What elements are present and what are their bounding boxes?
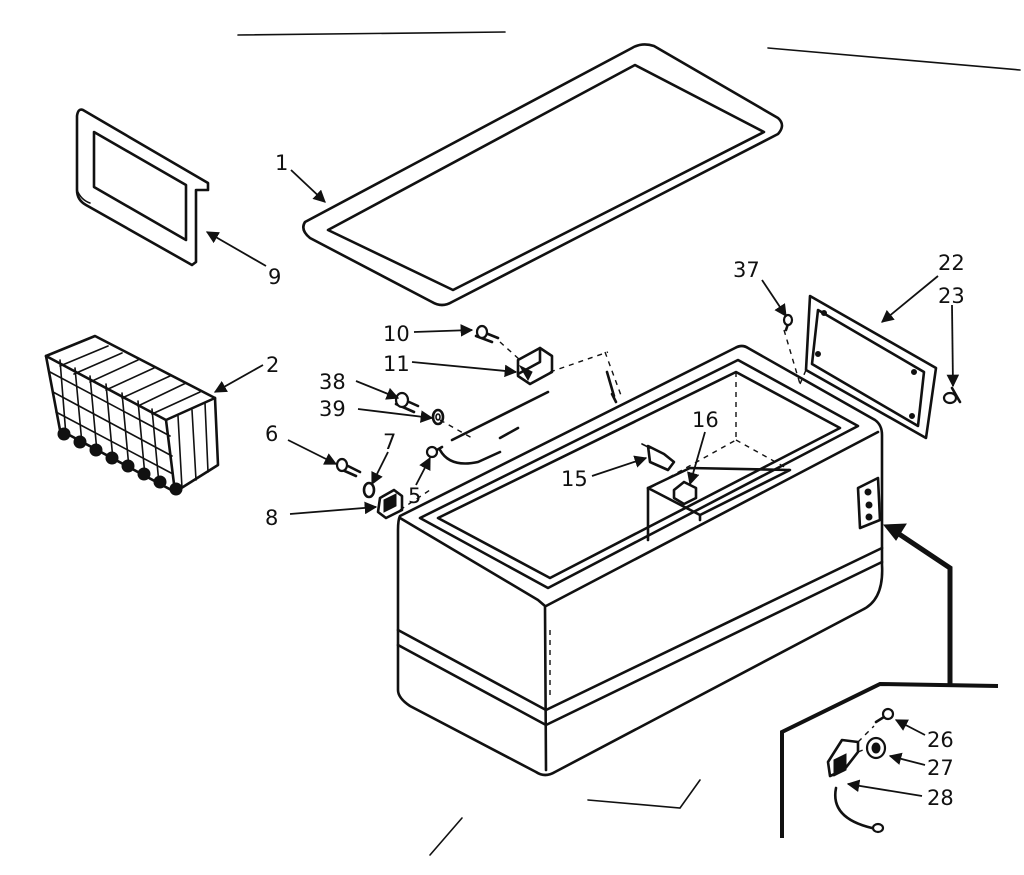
part-lid <box>302 43 784 307</box>
part-screw-26 <box>874 707 895 724</box>
part-bracket-8 <box>376 488 404 520</box>
part-rod <box>605 370 618 404</box>
part-basket <box>44 334 220 496</box>
part-bushing-5 <box>425 445 444 459</box>
callout-1: 1 <box>275 151 288 175</box>
part-washer-7 <box>362 481 376 499</box>
callout-6: 6 <box>265 422 278 446</box>
part-screw-37 <box>782 313 794 332</box>
detail-pointer-arrow <box>882 523 953 684</box>
part-washer-39 <box>431 408 445 426</box>
leader-lines <box>205 169 960 797</box>
part-screw-10 <box>474 324 500 344</box>
callout-11: 11 <box>383 352 410 376</box>
part-screw-38 <box>394 391 420 414</box>
callout-39: 39 <box>319 397 346 421</box>
callout-15: 15 <box>561 467 588 491</box>
callout-23: 23 <box>938 284 965 308</box>
part-clamp-16 <box>672 480 698 506</box>
callout-7: 7 <box>383 430 396 454</box>
thermostat-dash <box>857 725 875 753</box>
bracket-dash <box>399 419 473 511</box>
callout-28: 28 <box>927 786 954 810</box>
part-back-panel <box>804 294 938 440</box>
panel-dash <box>783 329 807 385</box>
callout-8: 8 <box>265 506 278 530</box>
part-cabinet <box>396 344 884 777</box>
detail-inset-frame <box>780 681 999 838</box>
scan-artifacts <box>237 31 1021 856</box>
callout-16: 16 <box>692 408 719 432</box>
part-screw-6 <box>335 457 362 478</box>
part-cable-15 <box>641 443 676 472</box>
callout-26: 26 <box>927 728 954 752</box>
callout-27: 27 <box>927 756 954 780</box>
callout-5: 5 <box>408 484 421 508</box>
part-screw-23 <box>942 386 962 405</box>
callout-2: 2 <box>266 353 279 377</box>
part-hinge-11 <box>516 346 554 386</box>
part-lid-wire <box>438 390 550 465</box>
callout-37: 37 <box>733 258 760 282</box>
callout-38: 38 <box>319 370 346 394</box>
callout-9: 9 <box>268 265 281 289</box>
callout-22: 22 <box>938 251 965 275</box>
part-knob-27 <box>865 736 887 760</box>
part-liner-panel <box>75 108 210 267</box>
hardware-leader-dash <box>499 341 623 399</box>
part-hinge-plate <box>856 476 882 530</box>
callout-10: 10 <box>383 322 410 346</box>
